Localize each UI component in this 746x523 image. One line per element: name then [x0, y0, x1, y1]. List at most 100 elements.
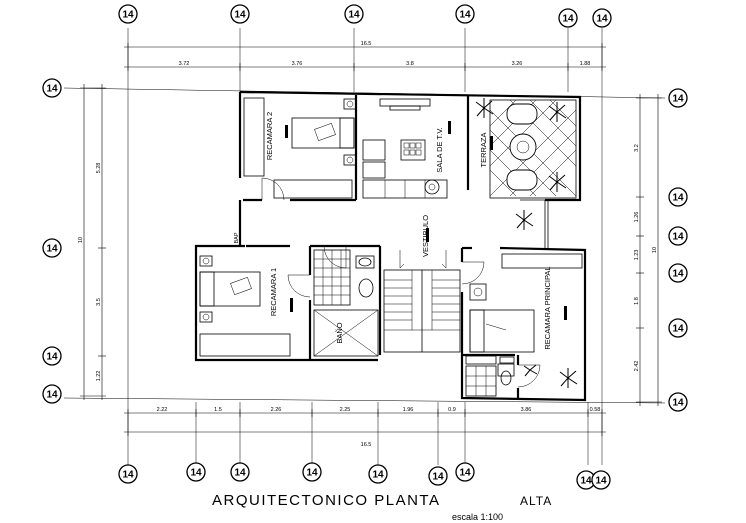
dim-right-5: 2.42 [634, 361, 640, 372]
dim-bottom-1: 2.22 [157, 407, 168, 413]
dim-top-5: 1.88 [580, 61, 591, 67]
axis-bubble-top-6: 14 [592, 8, 612, 28]
dimensions-bottom: 2.22 1.5 2.26 2.25 1.96 0.9 3.86 0.58 16… [124, 407, 606, 448]
label-sala-tv: SALA DE T.V. [435, 127, 444, 172]
axis-bubble-right-5: 14 [668, 318, 688, 338]
svg-text:14: 14 [234, 468, 246, 479]
axis-bubble-bottom-5: 14 [368, 464, 388, 484]
svg-text:14: 14 [348, 10, 360, 21]
label-bano: BAÑO [335, 322, 344, 343]
label-terraza: TERRAZA [479, 132, 488, 167]
room-master-bath [465, 355, 515, 397]
dimensions-right: 3.2 1.26 1.23 1.8 2.42 10 [634, 94, 662, 406]
axis-bubble-top-4: 14 [455, 4, 475, 24]
axis-bubble-left-3: 14 [42, 346, 62, 366]
dimensions-top: 16.5 3.72 3.76 3.8 3.26 1.88 [124, 41, 606, 71]
dim-bottom-6: 0.9 [448, 407, 456, 413]
label-recamara-principal: RECAMARA PRINCIPAL [543, 266, 552, 349]
dim-left-total: 10 [78, 237, 84, 243]
dim-bottom-3: 2.26 [271, 407, 282, 413]
dim-top-3: 3.8 [406, 61, 414, 67]
svg-text:14: 14 [46, 352, 58, 363]
svg-text:14: 14 [459, 468, 471, 479]
dim-top-1: 3.72 [179, 61, 190, 67]
room-recamara-2: RECAMARA 2 [243, 97, 357, 201]
axis-bubble-left-4: 14 [42, 384, 62, 404]
label-recamara-1: RECAMARA 1 [269, 268, 278, 316]
svg-text:14: 14 [672, 94, 684, 105]
svg-text:14: 14 [306, 468, 318, 479]
dim-bottom-total: 16.5 [361, 442, 372, 448]
axis-bubble-right-2: 14 [668, 187, 688, 207]
svg-text:14: 14 [672, 193, 684, 204]
drawing-title: ARQUITECTONICO PLANTA ALTA escala 1:100 [212, 492, 552, 522]
axis-bubbles: 14 14 14 14 14 14 14 14 14 14 14 14 14 1… [42, 4, 688, 490]
label-bap: BAP [234, 232, 240, 243]
axis-bubble-top-1: 14 [118, 4, 138, 24]
axis-bubble-bottom-4: 14 [302, 462, 322, 482]
axis-bubble-top-2: 14 [230, 4, 250, 24]
axis-bubble-right-6: 14 [668, 392, 688, 412]
room-sala-tv: SALA DE T.V. [362, 98, 451, 199]
dim-top-4: 3.26 [512, 61, 523, 67]
svg-text:14: 14 [672, 232, 684, 243]
dim-right-3: 1.23 [634, 250, 640, 261]
dim-right-4: 1.8 [634, 297, 640, 305]
axis-bubble-bottom-7: 14 [455, 462, 475, 482]
room-recamara-principal: RECAMARA PRINCIPAL [469, 253, 583, 388]
svg-text:14: 14 [459, 10, 471, 21]
dim-bottom-2: 1.5 [214, 407, 222, 413]
svg-text:14: 14 [432, 472, 444, 483]
axis-bubble-right-4: 14 [668, 263, 688, 283]
axis-bubble-bottom-1: 14 [118, 464, 138, 484]
axis-bubble-bottom-9: 14 [591, 470, 611, 490]
svg-text:14: 14 [122, 10, 134, 21]
dim-bottom-5: 1.96 [403, 407, 414, 413]
label-recamara-2: RECAMARA 2 [265, 112, 274, 160]
axis-bubble-top-5: 14 [558, 8, 578, 28]
axis-bubble-bottom-2: 14 [186, 462, 206, 482]
dim-left-3: 1.22 [96, 371, 102, 382]
dim-top-total: 16.5 [361, 41, 372, 47]
walls [194, 90, 587, 402]
dim-bottom-4: 2.25 [340, 407, 351, 413]
svg-text:14: 14 [672, 269, 684, 280]
axis-bubble-top-3: 14 [344, 4, 364, 24]
svg-text:14: 14 [122, 470, 134, 481]
svg-text:14: 14 [580, 476, 592, 487]
axis-bubble-right-1: 14 [668, 88, 688, 108]
scale-label: escala 1:100 [452, 512, 503, 522]
dimensions-left: 10 5.28 3.5 1.22 [78, 84, 106, 400]
svg-text:14: 14 [672, 324, 684, 335]
room-recamara-1: RECAMARA 1 BAP [199, 232, 311, 357]
title-suffix: ALTA [520, 494, 552, 508]
axis-bubble-right-3: 14 [668, 226, 688, 246]
room-terraza: TERRAZA [475, 98, 577, 230]
svg-text:14: 14 [596, 14, 608, 25]
axis-bubble-left-1: 14 [42, 78, 62, 98]
axis-bubble-bottom-8: 14 [576, 470, 596, 490]
svg-text:14: 14 [46, 84, 58, 95]
axis-bubble-bottom-6: 14 [428, 466, 448, 486]
svg-text:14: 14 [595, 476, 607, 487]
dim-top-2: 3.76 [292, 61, 303, 67]
dim-right-2: 1.26 [634, 212, 640, 223]
dim-left-1: 5.28 [96, 163, 102, 174]
dim-right-1: 3.2 [634, 144, 640, 152]
svg-text:14: 14 [562, 14, 574, 25]
axis-bubble-left-2: 14 [42, 238, 62, 258]
room-vestibulo: VESTIBULO [383, 215, 485, 353]
dim-left-2: 3.5 [96, 298, 102, 306]
title-main: ARQUITECTONICO PLANTA [212, 492, 440, 509]
svg-text:14: 14 [46, 244, 58, 255]
svg-text:14: 14 [372, 470, 384, 481]
dim-bottom-8: 0.58 [590, 407, 601, 413]
svg-text:14: 14 [46, 390, 58, 401]
room-bano: BAÑO [313, 245, 379, 357]
svg-text:14: 14 [190, 468, 202, 479]
dim-right-total: 10 [652, 247, 658, 253]
svg-text:14: 14 [672, 398, 684, 409]
svg-text:14: 14 [234, 10, 246, 21]
label-vestibulo: VESTIBULO [421, 215, 430, 257]
